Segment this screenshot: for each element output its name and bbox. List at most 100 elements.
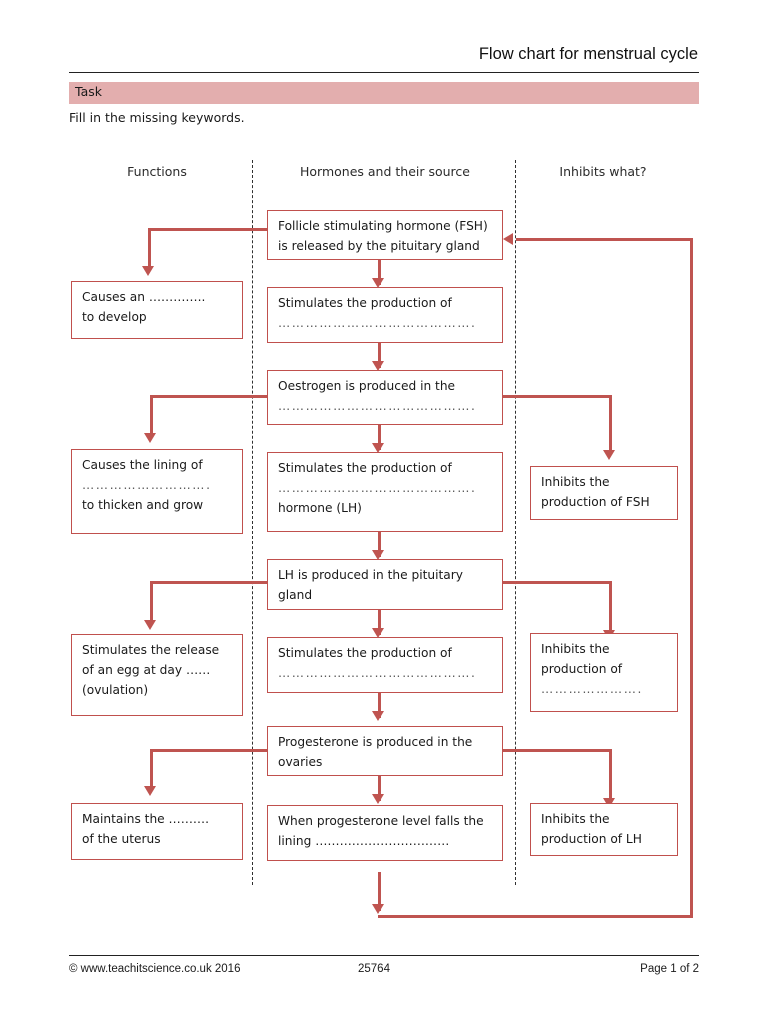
box-line-1: Follicle stimulating hormone (FSH) bbox=[278, 219, 488, 233]
box-line-2-dotted-blank: ………………………. bbox=[82, 477, 212, 492]
column-heading-inhibits: Inhibits what? bbox=[559, 164, 647, 179]
function-box-causes-follicle: Causes an ………….. to develop bbox=[71, 281, 243, 339]
box-line-3: hormone (LH) bbox=[278, 500, 362, 515]
hormone-box-lh-source: LH is produced in the pituitary gland bbox=[267, 559, 503, 610]
feedback-loop-down-arrowhead bbox=[372, 904, 384, 914]
box-line-1: Progesterone is produced in the bbox=[278, 735, 473, 749]
oestrogen-to-function-h-segment bbox=[150, 395, 270, 398]
footer-copyright: © www.teachitscience.co.uk 2016 bbox=[69, 963, 241, 975]
oestrogen-to-function-v-segment bbox=[150, 395, 153, 438]
box-line-1: Maintains the ………. bbox=[82, 812, 209, 826]
fsh-to-function-v-segment bbox=[148, 228, 151, 271]
box-line-1: Causes an ………….. bbox=[82, 290, 206, 304]
lhstim-to-lh-segment bbox=[378, 531, 381, 557]
progesterone-to-inhibit-v-segment bbox=[609, 749, 612, 803]
progesterone-to-function-v-segment bbox=[150, 749, 153, 791]
lhstim-to-lh-arrowhead bbox=[372, 550, 384, 560]
lh-to-stimulates-segment bbox=[378, 609, 381, 635]
column-heading-functions: Functions bbox=[127, 164, 187, 179]
column-divider-right bbox=[515, 160, 516, 885]
lh-to-inhibit-v-segment bbox=[609, 581, 612, 635]
stimulates-to-progesterone-arrowhead bbox=[372, 711, 384, 721]
inhibit-box-fsh: Inhibits the production of FSH bbox=[530, 466, 678, 520]
box-line-3: (ovulation) bbox=[82, 682, 149, 697]
box-line-1: Stimulates the release bbox=[82, 643, 220, 657]
box-line-1: When progesterone level falls the bbox=[278, 814, 484, 828]
box-line-2: production of FSH bbox=[541, 494, 650, 509]
box-line-1: Causes the lining of bbox=[82, 458, 203, 472]
box-line-1: Inhibits the bbox=[541, 812, 610, 826]
box-line-2: production of LH bbox=[541, 831, 642, 846]
lh-to-function-v-segment bbox=[150, 581, 153, 625]
hormone-box-lh-stimulates: Stimulates the production of ……………………………… bbox=[267, 637, 503, 693]
progesterone-to-falls-arrowhead bbox=[372, 794, 384, 804]
page-title: Flow chart for menstrual cycle bbox=[478, 45, 698, 63]
box-line-2: lining …………………………… bbox=[278, 833, 450, 848]
box-line-2: to develop bbox=[82, 309, 147, 324]
lh-to-inhibit-h-segment bbox=[502, 581, 612, 584]
box-line-2-dotted-blank: ……………………………………. bbox=[278, 480, 477, 495]
lh-to-function-h-segment bbox=[150, 581, 270, 584]
feedback-loop-into-fsh-arrowhead bbox=[503, 233, 513, 245]
hormone-box-fsh-stimulates: Stimulates the production of ……………………………… bbox=[267, 287, 503, 343]
hormone-box-oestrogen-stimulates: Stimulates the production of ……………………………… bbox=[267, 452, 503, 532]
fsh-to-stimulates-segment bbox=[378, 259, 381, 285]
box-line-1: Inhibits the bbox=[541, 475, 610, 489]
progesterone-to-inhibit-h-segment bbox=[502, 749, 612, 752]
box-line-1: Oestrogen is produced in the bbox=[278, 379, 456, 393]
fsh-to-stimulates-arrowhead bbox=[372, 278, 384, 288]
box-line-2: ovaries bbox=[278, 754, 323, 769]
task-instruction: Fill in the missing keywords. bbox=[69, 110, 245, 125]
box-line-2-dotted-blank: ……………………………………. bbox=[278, 315, 477, 330]
function-box-stimulates-ovulation: Stimulates the release of an egg at day … bbox=[71, 634, 243, 716]
stimulates-to-oestrogen-arrowhead bbox=[372, 361, 384, 371]
inhibit-box-lh: Inhibits the production of LH bbox=[530, 803, 678, 856]
function-box-causes-lining-thicken: Causes the lining of ………………………. to thick… bbox=[71, 449, 243, 534]
feedback-loop-right-segment bbox=[690, 238, 693, 918]
oestrogen-to-inhibit-h-segment bbox=[502, 395, 612, 398]
oestrogen-to-function-arrowhead bbox=[144, 433, 156, 443]
hormone-box-progesterone-source: Progesterone is produced in the ovaries bbox=[267, 726, 503, 776]
box-line-2: gland bbox=[278, 587, 313, 602]
function-box-maintains-uterus-lining: Maintains the ………. of the uterus bbox=[71, 803, 243, 860]
progesterone-to-function-arrowhead bbox=[144, 786, 156, 796]
lh-to-function-arrowhead bbox=[144, 620, 156, 630]
column-heading-hormones: Hormones and their source bbox=[300, 164, 470, 179]
lh-to-stimulates-arrowhead bbox=[372, 628, 384, 638]
feedback-loop-bottom-segment bbox=[378, 915, 693, 918]
progesterone-to-function-h-segment bbox=[150, 749, 270, 752]
oestrogen-to-inhibit-v-segment bbox=[609, 395, 612, 455]
oestrogen-to-lhstim-arrowhead bbox=[372, 443, 384, 453]
box-line-2: production of bbox=[541, 661, 623, 676]
stimulates-to-oestrogen-segment bbox=[378, 342, 381, 368]
box-line-1: Inhibits the bbox=[541, 642, 610, 656]
task-banner: Task bbox=[69, 82, 699, 104]
inhibit-box-blank: Inhibits the production of …………………. bbox=[530, 633, 678, 712]
feedback-loop-top-segment bbox=[516, 238, 693, 241]
box-line-2: of the uterus bbox=[82, 831, 161, 846]
progesterone-to-falls-segment bbox=[378, 775, 381, 801]
fsh-to-function-h-segment bbox=[148, 228, 270, 231]
column-divider-left bbox=[252, 160, 253, 885]
footer-resource-number: 25764 bbox=[358, 963, 390, 975]
hormone-box-progesterone-falls: When progesterone level falls the lining… bbox=[267, 805, 503, 861]
footer-divider-rule bbox=[69, 955, 699, 956]
box-line-3: to thicken and grow bbox=[82, 497, 204, 512]
feedback-loop-down-segment bbox=[378, 872, 381, 911]
hormone-box-fsh-source: Follicle stimulating hormone (FSH) is re… bbox=[267, 210, 503, 260]
box-line-2-dotted-blank: ……………………………………. bbox=[278, 665, 477, 680]
box-line-2: of an egg at day …… bbox=[82, 662, 211, 677]
box-line-2-dotted-blank: ……………………………………. bbox=[278, 398, 477, 413]
stimulates-to-progesterone-segment bbox=[378, 692, 381, 718]
box-line-1: Stimulates the production of bbox=[278, 461, 452, 475]
title-divider-rule bbox=[69, 72, 699, 73]
hormone-box-oestrogen-source: Oestrogen is produced in the ……………………………… bbox=[267, 370, 503, 425]
oestrogen-to-inhibit-arrowhead bbox=[603, 450, 615, 460]
footer-page-number: Page 1 of 2 bbox=[640, 963, 699, 975]
fsh-to-function-arrowhead bbox=[142, 266, 154, 276]
box-line-1: Stimulates the production of bbox=[278, 646, 452, 660]
box-line-2: is released by the pituitary gland bbox=[278, 238, 480, 253]
box-line-1: LH is produced in the pituitary bbox=[278, 568, 463, 582]
oestrogen-to-lhstim-segment bbox=[378, 424, 381, 450]
